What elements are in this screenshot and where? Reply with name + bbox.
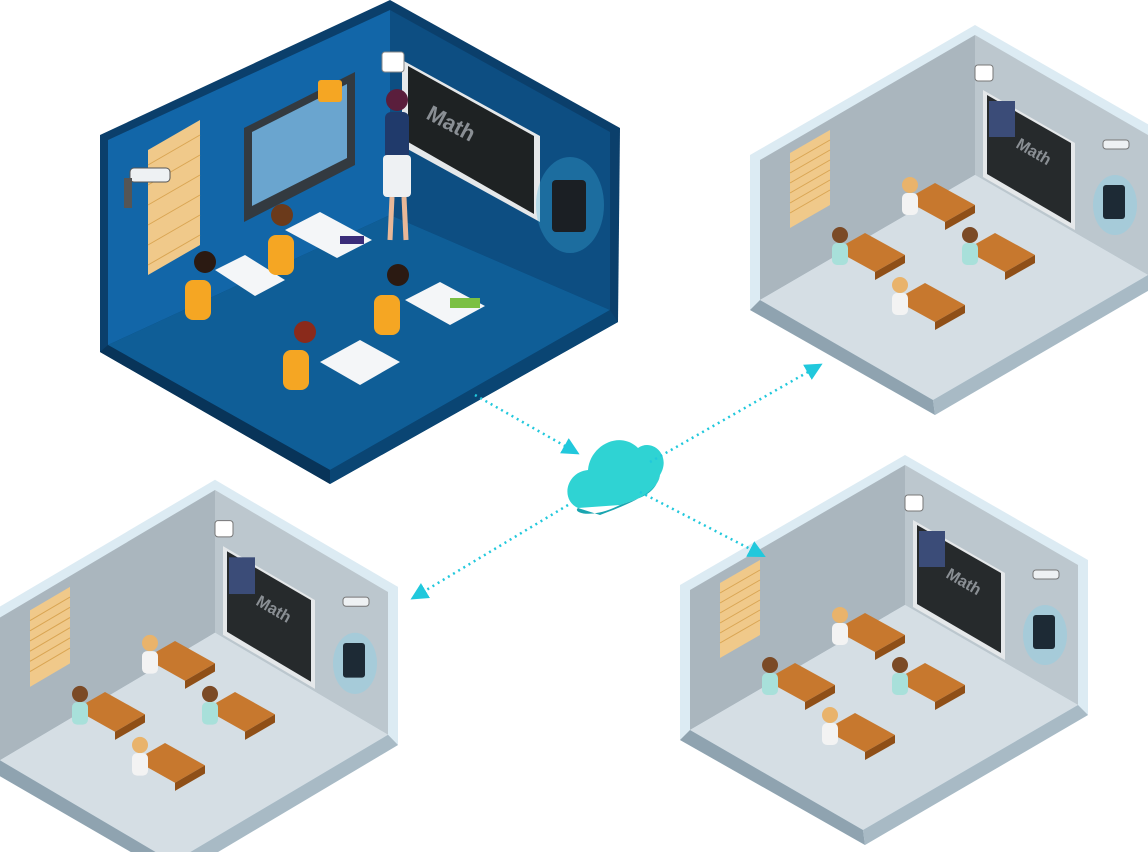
student-desks [185, 204, 485, 390]
blackboard: Math [381, 51, 540, 222]
terminal-device [536, 157, 604, 253]
remote-classroom-top-right [749, 24, 1148, 416]
video-conference-screen [244, 72, 355, 222]
arrow-cloud-to-top-right [649, 363, 823, 464]
window-blinds [147, 120, 201, 275]
connection-arrows [410, 363, 823, 600]
arrow-cloud-to-bottom-left [410, 503, 569, 600]
camera-icon [124, 167, 171, 208]
arrow-cloud-to-bottom-right [639, 490, 766, 558]
cloud-icon [567, 440, 664, 515]
teacher [383, 89, 411, 241]
main-classroom: Math [100, 0, 620, 484]
arrow-main-to-cloud [474, 393, 580, 455]
remote-classroom-bottom-left [0, 479, 399, 852]
remote-classroom-bottom-right [679, 454, 1089, 846]
